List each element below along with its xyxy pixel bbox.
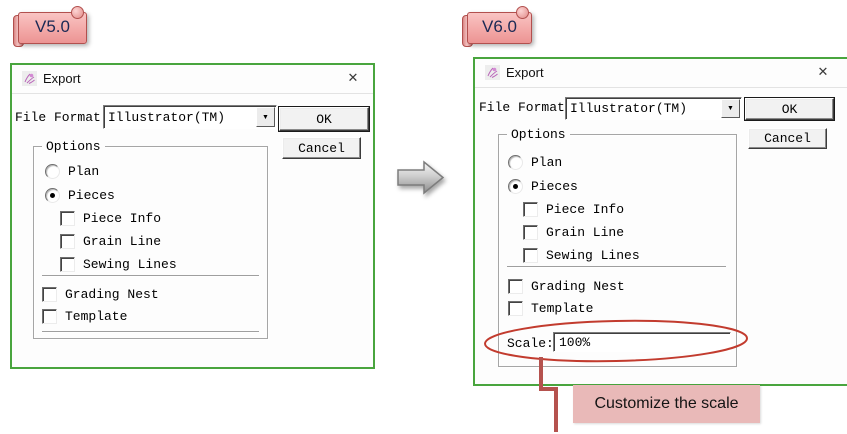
- pieces-radio[interactable]: [508, 179, 523, 194]
- plan-radio[interactable]: [508, 155, 523, 170]
- pieces-radio-label: Pieces: [531, 179, 578, 194]
- options-legend: Options: [42, 139, 105, 154]
- grading-nest-checkbox-row[interactable]: Grading Nest: [42, 287, 159, 302]
- template-checkbox[interactable]: [42, 309, 57, 324]
- file-format-dropdown[interactable]: Illustrator(TM) ▼: [565, 97, 742, 120]
- titlebar-divider: [475, 87, 847, 88]
- template-checkbox[interactable]: [508, 301, 523, 316]
- version-banner-v5: V5.0: [13, 6, 87, 47]
- version-banner-v6: V6.0: [462, 6, 532, 47]
- pieces-radio-label: Pieces: [68, 188, 115, 203]
- plan-radio-label: Plan: [68, 164, 100, 179]
- sewing-lines-checkbox[interactable]: [523, 248, 538, 263]
- piece-info-checkbox-row[interactable]: Piece Info: [60, 211, 161, 226]
- dialog-title: Export: [43, 71, 81, 86]
- grading-nest-label: Grading Nest: [65, 287, 159, 302]
- chevron-down-icon[interactable]: ▼: [721, 99, 740, 118]
- scroll-roll-icon: [71, 6, 84, 19]
- template-label: Template: [65, 309, 128, 324]
- export-dialog-v5: Export ✕ File Format: Illustrator(TM) ▼ …: [10, 63, 375, 369]
- scale-input[interactable]: [553, 332, 731, 352]
- sewing-lines-checkbox-row[interactable]: Sewing Lines: [60, 257, 177, 272]
- options-groupbox: Options Plan Pieces Piece Info Grain Lin…: [498, 127, 737, 367]
- template-label: Template: [531, 301, 594, 316]
- cancel-button[interactable]: Cancel: [282, 137, 361, 159]
- grain-line-checkbox[interactable]: [60, 234, 75, 249]
- piece-info-checkbox[interactable]: [60, 211, 75, 226]
- version-label: V6.0: [482, 17, 517, 36]
- ok-button[interactable]: OK: [745, 98, 834, 120]
- piece-info-label: Piece Info: [546, 202, 625, 217]
- file-format-value: Illustrator(TM): [108, 109, 226, 125]
- export-dialog-v6: Export ✕ File Format: Illustrator(TM) ▼ …: [473, 57, 847, 386]
- dialog-title: Export: [506, 65, 544, 80]
- scroll-roll-icon: [516, 6, 529, 19]
- ok-button[interactable]: OK: [279, 107, 369, 131]
- separator: [42, 275, 259, 277]
- close-icon[interactable]: ✕: [817, 64, 829, 79]
- grain-line-label: Grain Line: [546, 225, 625, 240]
- separator: [507, 266, 726, 268]
- titlebar-divider: [12, 93, 373, 94]
- sewing-lines-checkbox[interactable]: [60, 257, 75, 272]
- chevron-down-icon[interactable]: ▼: [256, 107, 275, 127]
- grading-nest-checkbox-row[interactable]: Grading Nest: [508, 279, 625, 294]
- grading-nest-checkbox[interactable]: [508, 279, 523, 294]
- sewing-lines-label: Sewing Lines: [546, 248, 640, 263]
- scale-label: Scale:: [507, 336, 554, 351]
- plan-radio-row[interactable]: Plan: [508, 155, 562, 170]
- export-app-icon: [22, 71, 37, 86]
- options-groupbox: Options Plan Pieces Piece Info Grain Lin…: [33, 139, 268, 339]
- version-label: V5.0: [35, 17, 70, 36]
- plan-radio-row[interactable]: Plan: [45, 164, 99, 179]
- file-format-label: File Format:: [479, 100, 573, 115]
- cancel-button[interactable]: Cancel: [748, 128, 827, 149]
- grain-line-checkbox-row[interactable]: Grain Line: [523, 225, 624, 240]
- template-checkbox-row[interactable]: Template: [508, 301, 593, 316]
- plan-radio-label: Plan: [531, 155, 563, 170]
- template-checkbox-row[interactable]: Template: [42, 309, 127, 324]
- callout-box: Customize the scale: [573, 385, 760, 423]
- piece-info-label: Piece Info: [83, 211, 162, 226]
- sewing-lines-checkbox-row[interactable]: Sewing Lines: [523, 248, 640, 263]
- pieces-radio-row[interactable]: Pieces: [45, 188, 115, 203]
- grading-nest-checkbox[interactable]: [42, 287, 57, 302]
- file-format-dropdown[interactable]: Illustrator(TM) ▼: [103, 105, 277, 129]
- separator: [42, 331, 259, 333]
- file-format-value: Illustrator(TM): [570, 101, 688, 116]
- plan-radio[interactable]: [45, 164, 60, 179]
- pieces-radio-row[interactable]: Pieces: [508, 179, 578, 194]
- grain-line-checkbox-row[interactable]: Grain Line: [60, 234, 161, 249]
- grading-nest-label: Grading Nest: [531, 279, 625, 294]
- piece-info-checkbox[interactable]: [523, 202, 538, 217]
- callout-text: Customize the scale: [594, 395, 739, 412]
- grain-line-label: Grain Line: [83, 234, 162, 249]
- pieces-radio[interactable]: [45, 188, 60, 203]
- close-icon[interactable]: ✕: [347, 70, 359, 85]
- sewing-lines-label: Sewing Lines: [83, 257, 177, 272]
- piece-info-checkbox-row[interactable]: Piece Info: [523, 202, 624, 217]
- file-format-label: File Format:: [15, 110, 109, 125]
- grain-line-checkbox[interactable]: [523, 225, 538, 240]
- export-app-icon: [485, 65, 500, 80]
- options-legend: Options: [507, 127, 570, 142]
